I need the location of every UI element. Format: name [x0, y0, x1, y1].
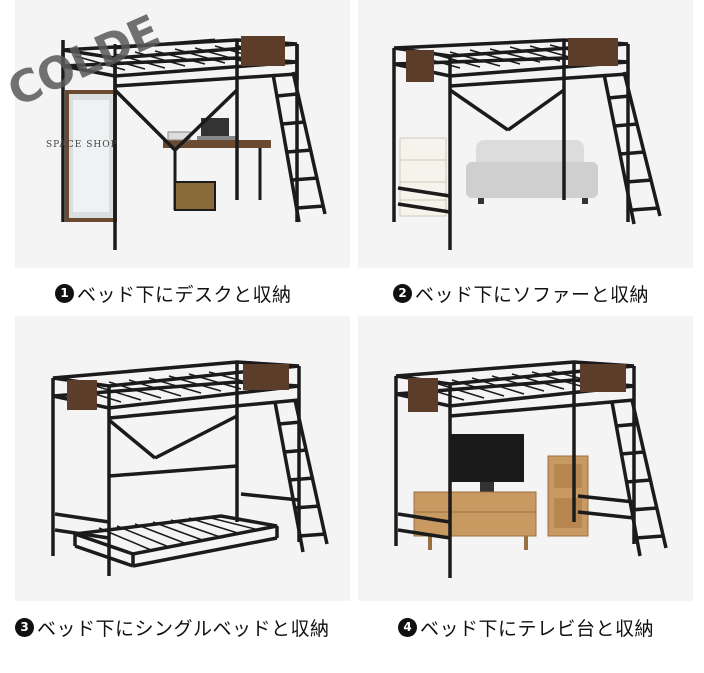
- caption-1: 1 ベッド下にデスクと収納: [55, 276, 292, 310]
- product-image-tv-stand: [358, 316, 693, 601]
- caption-text-3: ベッド下にシングルベッドと収納: [37, 617, 330, 640]
- caption-3: 3 ベッド下にシングルベッドと収納: [15, 610, 330, 644]
- loft-bed-desk-illustration: [61, 36, 327, 250]
- caption-text-2: ベッド下にソファーと収納: [415, 283, 650, 306]
- number-badge-2: 2: [393, 283, 412, 303]
- loft-bed-single-bed-illustration: [51, 360, 329, 576]
- loft-bed-tv-stand-illustration: [394, 360, 668, 578]
- caption-2: 2 ベッド下にソファーと収納: [393, 276, 649, 310]
- number-badge-3: 3: [15, 617, 34, 637]
- product-image-single-bed: [15, 316, 350, 601]
- caption-text-4: ベッド下にテレビ台と収納: [420, 617, 655, 640]
- caption-text-1: ベッド下にデスクと収納: [77, 283, 292, 306]
- product-image-sofa: [358, 0, 693, 268]
- loft-bed-sofa-illustration: [392, 38, 662, 250]
- number-badge-1: 1: [55, 283, 74, 303]
- number-badge-4: 4: [398, 617, 417, 637]
- caption-4: 4 ベッド下にテレビ台と収納: [398, 610, 654, 644]
- product-image-desk: [15, 0, 350, 268]
